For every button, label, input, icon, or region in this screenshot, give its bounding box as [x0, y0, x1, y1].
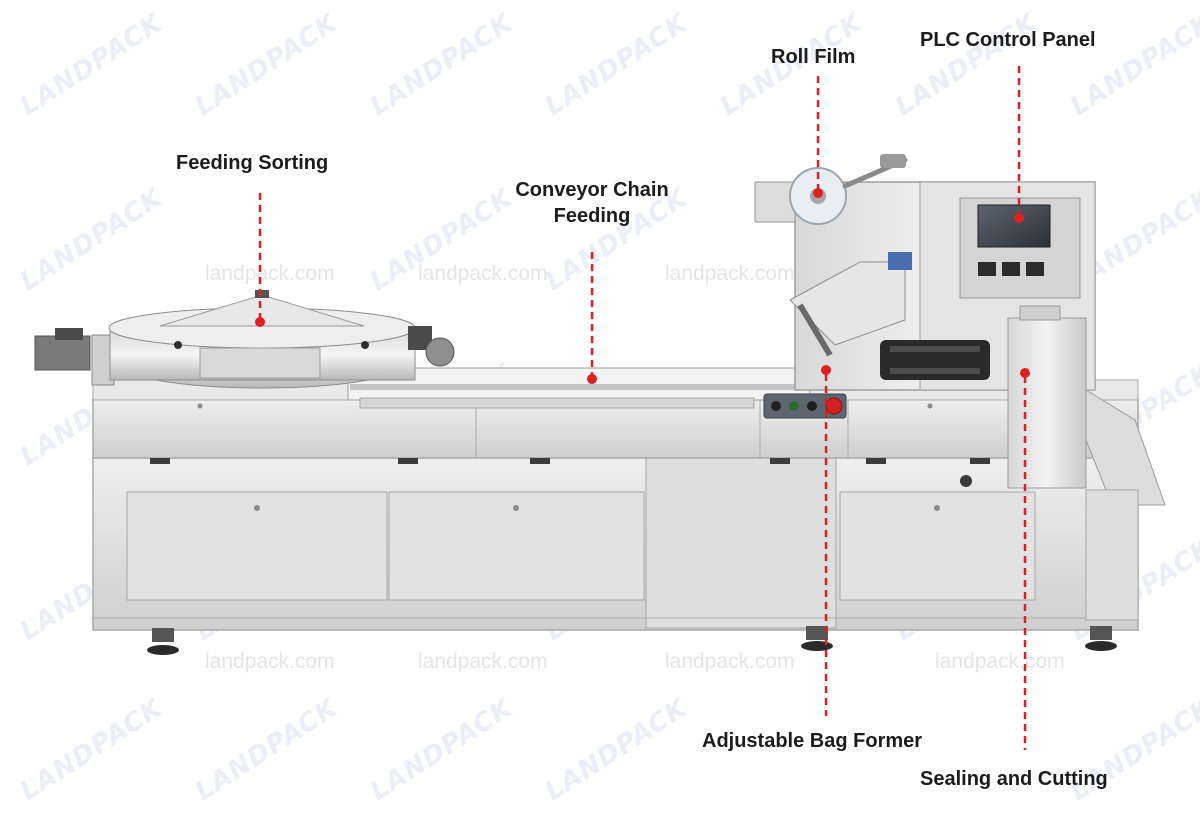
- temperature-controller: [1026, 262, 1044, 276]
- callout-dot: [821, 365, 831, 375]
- callout-conveyor-line-1: Conveyor Chain: [515, 179, 669, 201]
- door-lock: [934, 505, 940, 511]
- watermark-url: landpack.com: [205, 262, 335, 285]
- drive-motor: [34, 335, 91, 371]
- callout-dot: [587, 374, 597, 384]
- callout-feeding-sorting: Feeding Sorting: [176, 152, 329, 174]
- callout-dot: [255, 317, 265, 327]
- watermark-url: landpack.com: [418, 650, 548, 673]
- cabinet-door: [645, 457, 837, 629]
- rotary-feeding-drum: [34, 290, 455, 389]
- watermark-url: landpack.com: [205, 650, 335, 673]
- temperature-controller: [978, 262, 996, 276]
- sealing-cutting-housing: [1007, 317, 1087, 489]
- callout-dot: [1020, 368, 1030, 378]
- control-button: [789, 401, 799, 411]
- adjustment-clamp: [888, 252, 912, 270]
- adjust-knob: [960, 475, 972, 487]
- door-lock: [254, 505, 260, 511]
- base-cabinet: [92, 455, 1139, 631]
- watermark-url: landpack.com: [418, 262, 548, 285]
- callout-roll-film: Roll Film: [771, 46, 856, 68]
- plc-touch-screen: [977, 204, 1051, 248]
- bag-former-plate: [789, 261, 906, 346]
- conveyor-chain-track: [350, 384, 806, 390]
- callout-sealing-and-cutting: Sealing and Cutting: [920, 768, 1108, 790]
- callout-adjustable-bag-former: Adjustable Bag Former: [702, 730, 923, 752]
- watermark-url: landpack.com: [935, 650, 1065, 673]
- watermark-url: landpack.com: [665, 650, 795, 673]
- callout-dot: [1014, 213, 1024, 223]
- callout-conveyor-chain-feeding: Conveyor Chain Feeding: [492, 177, 692, 229]
- leveling-foot: [147, 645, 179, 655]
- temperature-controller: [1002, 262, 1020, 276]
- callout-plc-control-panel: PLC Control Panel: [920, 29, 1096, 51]
- wrapping-head: [754, 154, 1166, 621]
- callout-dot: [813, 188, 823, 198]
- leveling-foot: [1085, 641, 1117, 651]
- control-button: [807, 401, 817, 411]
- leveling-feet: [147, 626, 1117, 655]
- control-button: [771, 401, 781, 411]
- conveyor-chain: [347, 367, 811, 409]
- callout-conveyor-line-2: Feeding: [553, 205, 631, 227]
- watermark-url: landpack.com: [665, 262, 795, 285]
- emergency-stop-button: [825, 397, 843, 415]
- door-lock: [513, 505, 519, 511]
